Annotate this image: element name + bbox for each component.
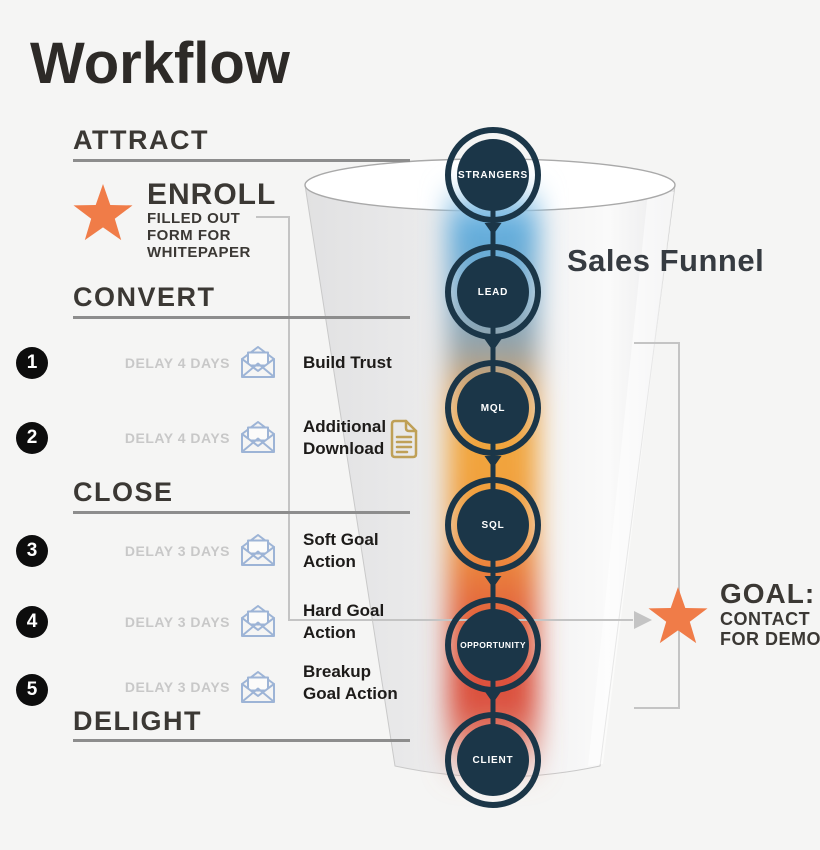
funnel-node-sql: SQL	[445, 477, 541, 573]
envelope-open-icon	[241, 605, 275, 637]
step-number-badge: 3	[16, 535, 48, 567]
delight-underline	[73, 739, 410, 742]
phase-label-attract: ATTRACT	[73, 125, 209, 155]
goal-arrow-icon	[634, 611, 652, 629]
envelope-open-icon	[241, 534, 275, 566]
enroll-line-1: FILLED OUT	[147, 210, 241, 227]
funnel-node-client: CLIENT	[445, 712, 541, 808]
step-delay-label: DELAY 4 DAYS	[124, 430, 230, 446]
goal-line-2: FOR DEMO	[720, 629, 820, 649]
funnel-node-lead: LEAD	[445, 244, 541, 340]
stage-arrowheads	[484, 223, 502, 703]
step-delay-label: DELAY 3 DAYS	[124, 614, 230, 630]
step-number-badge: 1	[16, 347, 48, 379]
step-number-badge: 5	[16, 674, 48, 706]
step-number-badge: 4	[16, 606, 48, 638]
enroll-line-2: FORM FOR	[147, 227, 231, 244]
funnel-node-opportunity: OPPORTUNITY	[445, 597, 541, 693]
step-delay-label: DELAY 3 DAYS	[124, 543, 230, 559]
convert-underline	[73, 316, 410, 319]
envelope-open-icon	[241, 421, 275, 453]
goal-bracket-line	[634, 342, 680, 709]
funnel-node-strangers: STRANGERS	[445, 127, 541, 223]
step-action-label: Breakup Goal Action	[303, 662, 398, 703]
step-delay-label: DELAY 3 DAYS	[124, 679, 230, 695]
phase-label-close: CLOSE	[73, 477, 174, 507]
attract-underline	[73, 159, 410, 162]
goal-title: GOAL:	[720, 578, 816, 609]
funnel-title: Sales Funnel	[567, 243, 765, 278]
goal-line-1: CONTACT	[720, 609, 811, 629]
step-action-label: Build Trust	[303, 353, 392, 372]
close-underline	[73, 511, 410, 514]
document-icon	[390, 419, 418, 459]
page-title: Workflow	[30, 31, 290, 96]
step-action-label: Hard Goal Action	[303, 601, 385, 642]
step-delay-label: DELAY 4 DAYS	[124, 355, 230, 371]
funnel-node-mql: MQL	[445, 360, 541, 456]
funnel-highlight	[588, 192, 674, 766]
step-action-label: Soft Goal Action	[303, 530, 379, 571]
enroll-line-3: WHITEPAPER	[147, 244, 251, 261]
enroll-title: ENROLL	[147, 178, 277, 211]
envelope-open-icon	[241, 671, 275, 703]
goal-star-icon	[648, 587, 708, 644]
phase-label-convert: CONVERT	[73, 282, 216, 312]
step-number-badge: 2	[16, 422, 48, 454]
phase-label-delight: DELIGHT	[73, 706, 202, 736]
step-action-label: Additional Download	[303, 417, 387, 458]
envelope-open-icon	[241, 346, 275, 378]
enroll-star-icon	[73, 184, 133, 241]
